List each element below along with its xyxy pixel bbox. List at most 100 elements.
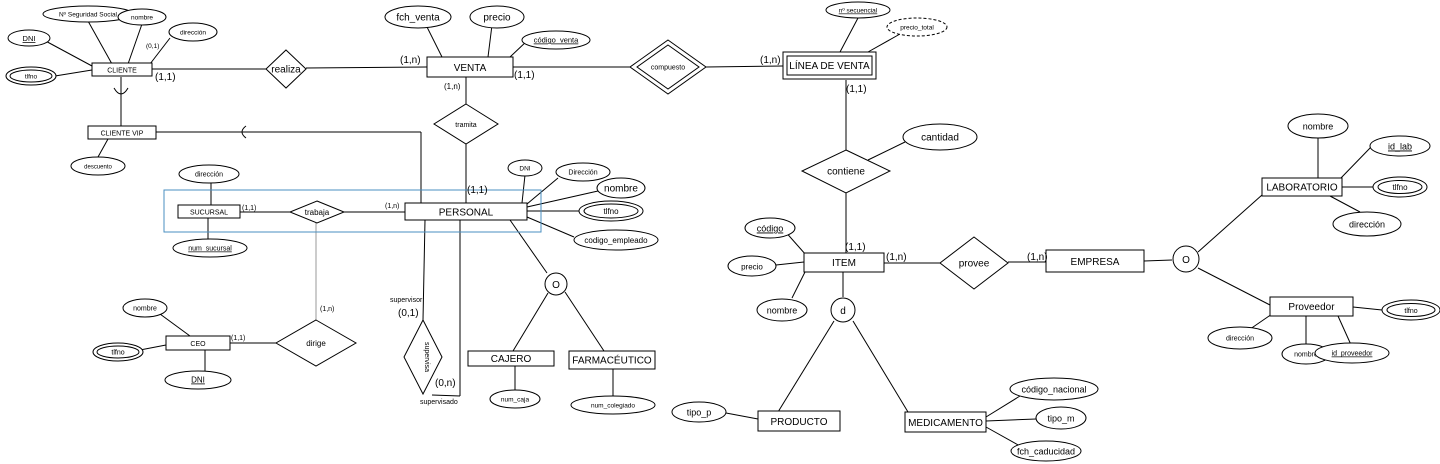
attribute-label: codigo_empleado <box>584 236 648 245</box>
entity-proveedor[interactable]: Proveedor <box>1269 296 1354 317</box>
attribute-label: tlfno <box>1404 308 1417 315</box>
attribute-farm-num[interactable]: num_colegiado <box>570 395 656 415</box>
attribute-ceo-tlfno[interactable]: tlfno <box>92 342 144 362</box>
attribute-cliente-dni[interactable]: DNI <box>7 29 51 47</box>
relationship-provee[interactable]: provee <box>939 236 1009 290</box>
entity-label: CEO <box>190 341 206 348</box>
relationship-contiene[interactable]: contiene <box>800 149 892 194</box>
cardinality-label: (1,n) <box>1027 252 1048 263</box>
attribute-cliente-ss[interactable]: Nº Seguridad Social <box>42 5 134 23</box>
attribute-ceo-nombre[interactable]: nombre <box>122 298 168 318</box>
attribute-label: nombre <box>604 184 638 195</box>
relationship-realiza[interactable]: realiza <box>265 49 307 89</box>
attribute-label: fch_venta <box>396 13 440 24</box>
specialization-personal[interactable]: O <box>544 272 568 296</box>
role-supervisado: supervisado <box>420 399 458 406</box>
attribute-cliente-nombre[interactable]: nombre <box>117 8 167 26</box>
attribute-label: dirección <box>180 30 206 37</box>
entity-producto[interactable]: PRODUCTO <box>757 410 841 432</box>
attribute-label: precio_total <box>900 25 934 32</box>
entity-venta[interactable]: VENTA <box>426 56 514 78</box>
attribute-lab-direccion[interactable]: dirección <box>1332 211 1402 237</box>
entity-medicamento[interactable]: MEDICAMENTO <box>904 411 987 433</box>
attribute-label: nombre <box>1303 122 1334 132</box>
entity-personal[interactable]: PERSONAL <box>404 202 528 221</box>
attribute-label: id_lab <box>1388 142 1412 152</box>
entity-farmaceutico[interactable]: FARMACÉUTICO <box>568 350 656 370</box>
specialization-label: d <box>840 306 846 317</box>
attribute-prov-tlfno[interactable]: tlfno <box>1381 299 1440 321</box>
entity-sucursal[interactable]: SUCURSAL <box>177 204 241 219</box>
attribute-personal-direccion[interactable]: Dirección <box>555 162 611 182</box>
relationship-label: provee <box>959 259 990 270</box>
attribute-label: Dirección <box>568 170 597 177</box>
entity-laboratorio[interactable]: LABORATORIO <box>1261 177 1343 197</box>
attribute-label: id_proveedor <box>1332 351 1374 358</box>
relationship-dirige[interactable]: dirige <box>274 319 358 367</box>
relationship-tramita[interactable]: tramita <box>433 103 499 145</box>
cardinality-label: (1,1) <box>514 70 535 81</box>
attribute-label: código_nacional <box>1021 385 1086 395</box>
attribute-label: nombre <box>131 15 153 22</box>
attribute-vip-descuento[interactable]: descuento <box>70 156 126 176</box>
attribute-personal-nombre[interactable]: nombre <box>596 177 646 199</box>
cardinality-label: (0,n) <box>435 378 456 389</box>
attribute-med-codigo[interactable]: código_nacional <box>1009 377 1099 401</box>
attribute-item-codigo[interactable]: código <box>744 217 796 239</box>
attribute-label: num_caja <box>501 397 530 404</box>
attribute-prov-direccion[interactable]: dirección <box>1207 326 1273 350</box>
attribute-item-nombre[interactable]: nombre <box>756 298 808 322</box>
connection-lines <box>39 17 1383 447</box>
attribute-personal-tlfno[interactable]: tlfno <box>578 200 644 222</box>
attribute-linea-cantidad[interactable]: cantidad <box>902 123 978 151</box>
entity-label: PERSONAL <box>439 208 494 219</box>
entity-cliente-vip[interactable]: CLIENTE VIP <box>87 125 157 140</box>
relationship-label: realiza <box>271 65 301 76</box>
cardinality-label: (1,1) <box>845 242 866 253</box>
attribute-producto-tipo[interactable]: tipo_p <box>671 401 727 423</box>
attribute-prov-id[interactable]: id_proveedor <box>1314 342 1390 364</box>
attribute-label: tlfno <box>1392 183 1408 192</box>
attribute-ceo-dni[interactable]: DNI <box>164 370 232 390</box>
entity-cliente[interactable]: CLIENTE <box>91 62 153 77</box>
entity-cajero[interactable]: CAJERO <box>467 350 555 367</box>
attribute-lab-tlfno[interactable]: tlfno <box>1372 176 1428 198</box>
attribute-med-fch[interactable]: fch_caducidad <box>1010 440 1082 462</box>
attribute-cliente-direccion[interactable]: dirección <box>168 22 218 42</box>
attribute-venta-precio[interactable]: precio <box>469 5 525 29</box>
relationship-label: supervisa <box>423 342 430 372</box>
entity-ceo[interactable]: CEO <box>165 335 231 351</box>
relationship-label: tramita <box>455 122 477 129</box>
relationship-supervisa[interactable]: supervisa <box>403 318 443 396</box>
attribute-label: fch_caducidad <box>1017 447 1075 457</box>
attribute-cajero-num[interactable]: num_caja <box>489 389 541 409</box>
relationship-trabaja[interactable]: trabaja <box>288 200 346 224</box>
entity-empresa[interactable]: EMPRESA <box>1045 249 1145 273</box>
entity-label: LÍNEA DE VENTA <box>789 59 870 72</box>
entity-linea-de-venta[interactable]: LÍNEA DE VENTA <box>782 51 877 80</box>
attribute-linea-precio-total[interactable]: precio_total <box>886 17 948 37</box>
attribute-lab-id[interactable]: id_lab <box>1369 135 1431 157</box>
attribute-med-tipo[interactable]: tipo_m <box>1035 406 1087 430</box>
attribute-sucursal-num[interactable]: num_sucursal <box>172 238 248 258</box>
attribute-cliente-tlfno[interactable]: tlfno <box>5 66 57 86</box>
relationship-compuesto[interactable]: compuesto <box>629 39 707 95</box>
entity-label: FARMACÉUTICO <box>572 354 652 367</box>
attribute-venta-codigo[interactable]: código_venta <box>521 30 591 50</box>
attribute-label: Nº Seguridad Social <box>59 12 118 19</box>
attribute-personal-codigo[interactable]: codigo_empleado <box>573 229 659 251</box>
attribute-sucursal-direccion[interactable]: dirección <box>178 164 240 184</box>
attribute-venta-fch[interactable]: fch_venta <box>384 5 452 29</box>
relationship-label: compuesto <box>651 65 685 72</box>
attribute-label: tipo_m <box>1047 414 1074 424</box>
attribute-lab-nombre[interactable]: nombre <box>1287 113 1349 139</box>
specialization-item[interactable]: d <box>830 297 856 323</box>
attribute-linea-num[interactable]: nº secuencial <box>825 1 891 19</box>
attribute-personal-dni[interactable]: DNI <box>507 159 543 177</box>
attribute-item-precio[interactable]: precio <box>727 255 777 277</box>
entity-item[interactable]: ITEM <box>803 252 885 273</box>
attribute-label: DNI <box>23 34 36 43</box>
specialization-empresa[interactable]: O <box>1172 245 1200 273</box>
cardinality-label: (1,1) <box>231 335 245 342</box>
